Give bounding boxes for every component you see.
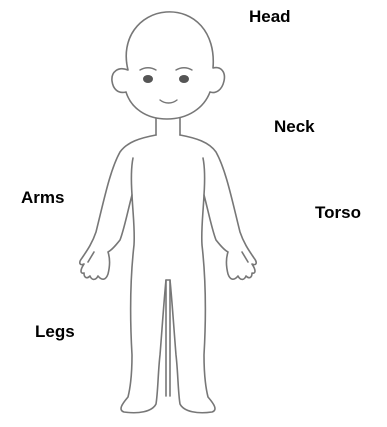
eyes: [143, 75, 189, 83]
label-arms: Arms: [21, 189, 64, 206]
face: [140, 68, 192, 103]
label-head: Head: [249, 8, 291, 25]
label-torso: Torso: [315, 204, 361, 221]
label-neck: Neck: [274, 118, 315, 135]
body-shape: [80, 135, 256, 413]
label-legs: Legs: [35, 323, 75, 340]
